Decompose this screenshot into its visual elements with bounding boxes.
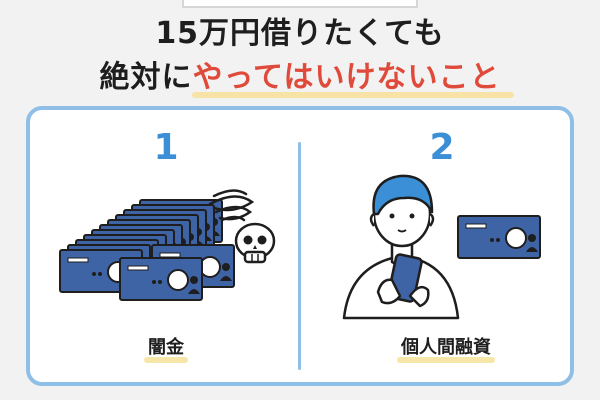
top-tab-decoration: [182, 0, 418, 8]
card-divider: [298, 142, 301, 370]
item-number-1: 1: [153, 127, 179, 168]
scribble-icon: [208, 189, 255, 222]
item-label-2-wrap: 個人間融資: [356, 336, 536, 363]
heading-line-1: 15万円借りたくても: [155, 16, 445, 51]
heading-accent-text: やってはいけないこと: [192, 60, 501, 95]
skull-icon: [234, 222, 276, 264]
heading-prefix: 絶対に: [99, 60, 193, 95]
item-label-1: 闇金: [144, 337, 188, 363]
banknote-stack-icon: [59, 199, 235, 301]
item-label-1-wrap: 闇金: [120, 336, 212, 363]
item-number-2: 2: [429, 127, 455, 168]
person-with-smartphone-icon: [342, 174, 460, 320]
banknote-icon: [457, 215, 541, 259]
item-label-2: 個人間融資: [397, 337, 495, 363]
heading-accent-underline: [192, 92, 514, 98]
heading-line-2: 絶対にやってはいけないこと: [0, 58, 600, 98]
